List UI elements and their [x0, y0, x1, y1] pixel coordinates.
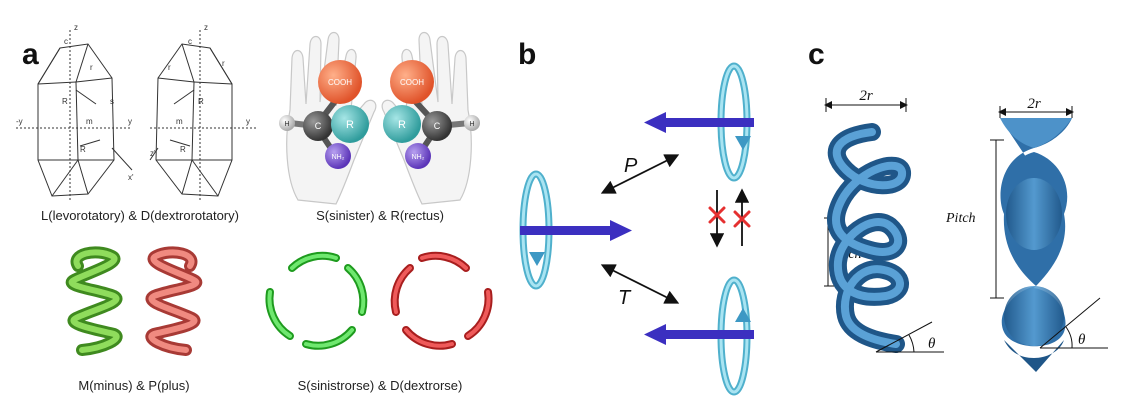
axis-label: x' [128, 173, 134, 182]
face-label: c [188, 37, 192, 46]
amino-group [325, 143, 351, 169]
crystal-levo-drawing [16, 30, 133, 200]
crystal-dextro-drawing [149, 30, 256, 200]
face-label: R [198, 97, 204, 106]
axis-label: z' [150, 149, 156, 158]
helix-angle-marker [875, 321, 944, 353]
amino-group [405, 143, 431, 169]
panel-a-letter: a [22, 38, 39, 71]
face-label: r [168, 63, 171, 72]
hydrogen-atom [279, 115, 295, 131]
helix-width-label: 2r [859, 88, 873, 104]
parity-arrow [600, 154, 680, 194]
carboxyl-group [390, 60, 434, 104]
atom-label: C [315, 121, 322, 131]
ring-sinistrorse [265, 251, 368, 350]
face-label: s [110, 97, 114, 106]
atom-label: NH₂ [412, 154, 425, 161]
face-label: r [90, 63, 93, 72]
axis-label: y [128, 117, 132, 126]
parity-label: P [624, 155, 638, 177]
helix-ribbon [827, 123, 911, 353]
panel-c-letter: c [808, 38, 825, 71]
time-reversal-label: T [618, 287, 632, 309]
twist-ribbon-dimension [990, 106, 1074, 299]
crystal-levo-labels: -y y z m R R r c s x' [16, 23, 134, 182]
face-label: R [62, 97, 68, 106]
face-label: m [86, 117, 93, 126]
atom-label: R [346, 119, 354, 131]
atom-label: COOH [400, 78, 424, 87]
helix-angle-label: θ [928, 336, 936, 352]
face-label: r [222, 59, 225, 68]
axis-label: z [74, 23, 78, 32]
helix-p-red [145, 246, 203, 356]
molecule-s: COOH C R H NH₂ [279, 60, 369, 169]
twist-width-label: 2r [1027, 96, 1041, 112]
cross-mark-icon [708, 206, 726, 224]
atom-label: R [398, 119, 406, 131]
atom-label: H [284, 121, 289, 128]
face-label: R [180, 145, 186, 154]
arrow-right-blue [520, 220, 632, 241]
time-reversal-arrow [600, 264, 680, 304]
r-group [383, 105, 421, 143]
arrow-left-blue-bottom [644, 324, 754, 345]
twist-pitch-label: Pitch [945, 211, 976, 226]
axis-label: y [246, 117, 250, 126]
face-label: R [80, 145, 86, 154]
helix-ribbon-dimension [824, 98, 908, 287]
carboxyl-group [318, 60, 362, 104]
r-group [331, 105, 369, 143]
caption-crystal: L(levorotatory) & D(dextrorotatory) [41, 208, 239, 223]
molecule-r: COOH C R H NH₂ [383, 60, 480, 169]
atom-label: NH₂ [332, 154, 345, 161]
arrow-left-blue-top [644, 112, 754, 133]
atom-label: C [434, 121, 441, 131]
caption-helix: M(minus) & P(plus) [78, 378, 189, 393]
twist-ribbon [1000, 118, 1072, 372]
atom-label: H [469, 121, 474, 128]
carbon-atom [422, 111, 452, 141]
hydrogen-atom [464, 115, 480, 131]
axis-label: -y [16, 117, 23, 126]
caption-molecule: S(sinister) & R(rectus) [316, 208, 444, 223]
twist-angle-label: θ [1078, 332, 1086, 348]
atom-label: COOH [328, 78, 352, 87]
cross-mark-icon [733, 210, 751, 228]
caption-ring: S(sinistrorse) & D(dextrorse) [298, 378, 463, 393]
axis-label: z [204, 23, 208, 32]
helix-m-green [65, 246, 123, 356]
twist-angle-marker [1039, 297, 1108, 349]
ring-dextrorse [390, 251, 493, 350]
carbon-atom [303, 111, 333, 141]
face-label: c [64, 37, 68, 46]
panel-b-letter: b [518, 38, 536, 71]
face-label: m [176, 117, 183, 126]
crystal-dextro-labels: y z m R R r r c z' [150, 23, 250, 158]
